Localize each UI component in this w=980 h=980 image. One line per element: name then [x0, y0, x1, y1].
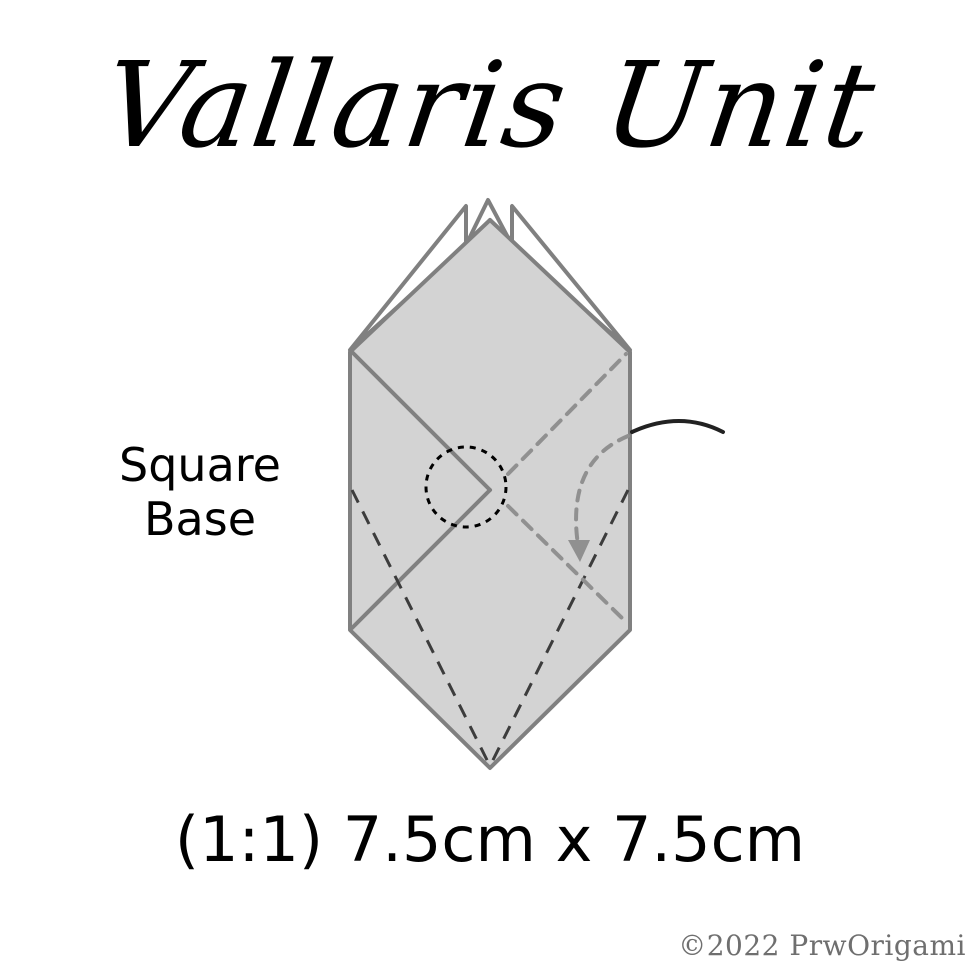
copyright-notice: ©2022 PrwOrigami — [678, 929, 966, 962]
hidden-line-lower — [506, 504, 628, 624]
valley-fold-lines — [350, 489, 630, 767]
square-base-label-line2: Base — [143, 492, 256, 546]
valley-line-left — [350, 489, 492, 767]
square-base-label-line1: Square — [119, 438, 281, 492]
crease-upper-left — [350, 350, 492, 492]
hidden-line-upper — [506, 352, 628, 476]
leader-line — [630, 419, 725, 434]
square-base-label: Square Base — [100, 438, 300, 546]
focus-circle — [424, 445, 508, 529]
fold-arrow-head — [568, 540, 590, 562]
hidden-fold-lines — [506, 352, 628, 624]
solid-creases — [350, 350, 492, 630]
fold-arrow-path — [574, 434, 630, 547]
paper-size-label: (1:1) 7.5cm x 7.5cm — [174, 803, 806, 876]
valley-line-right — [488, 489, 630, 767]
crease-lower-left — [350, 488, 492, 630]
